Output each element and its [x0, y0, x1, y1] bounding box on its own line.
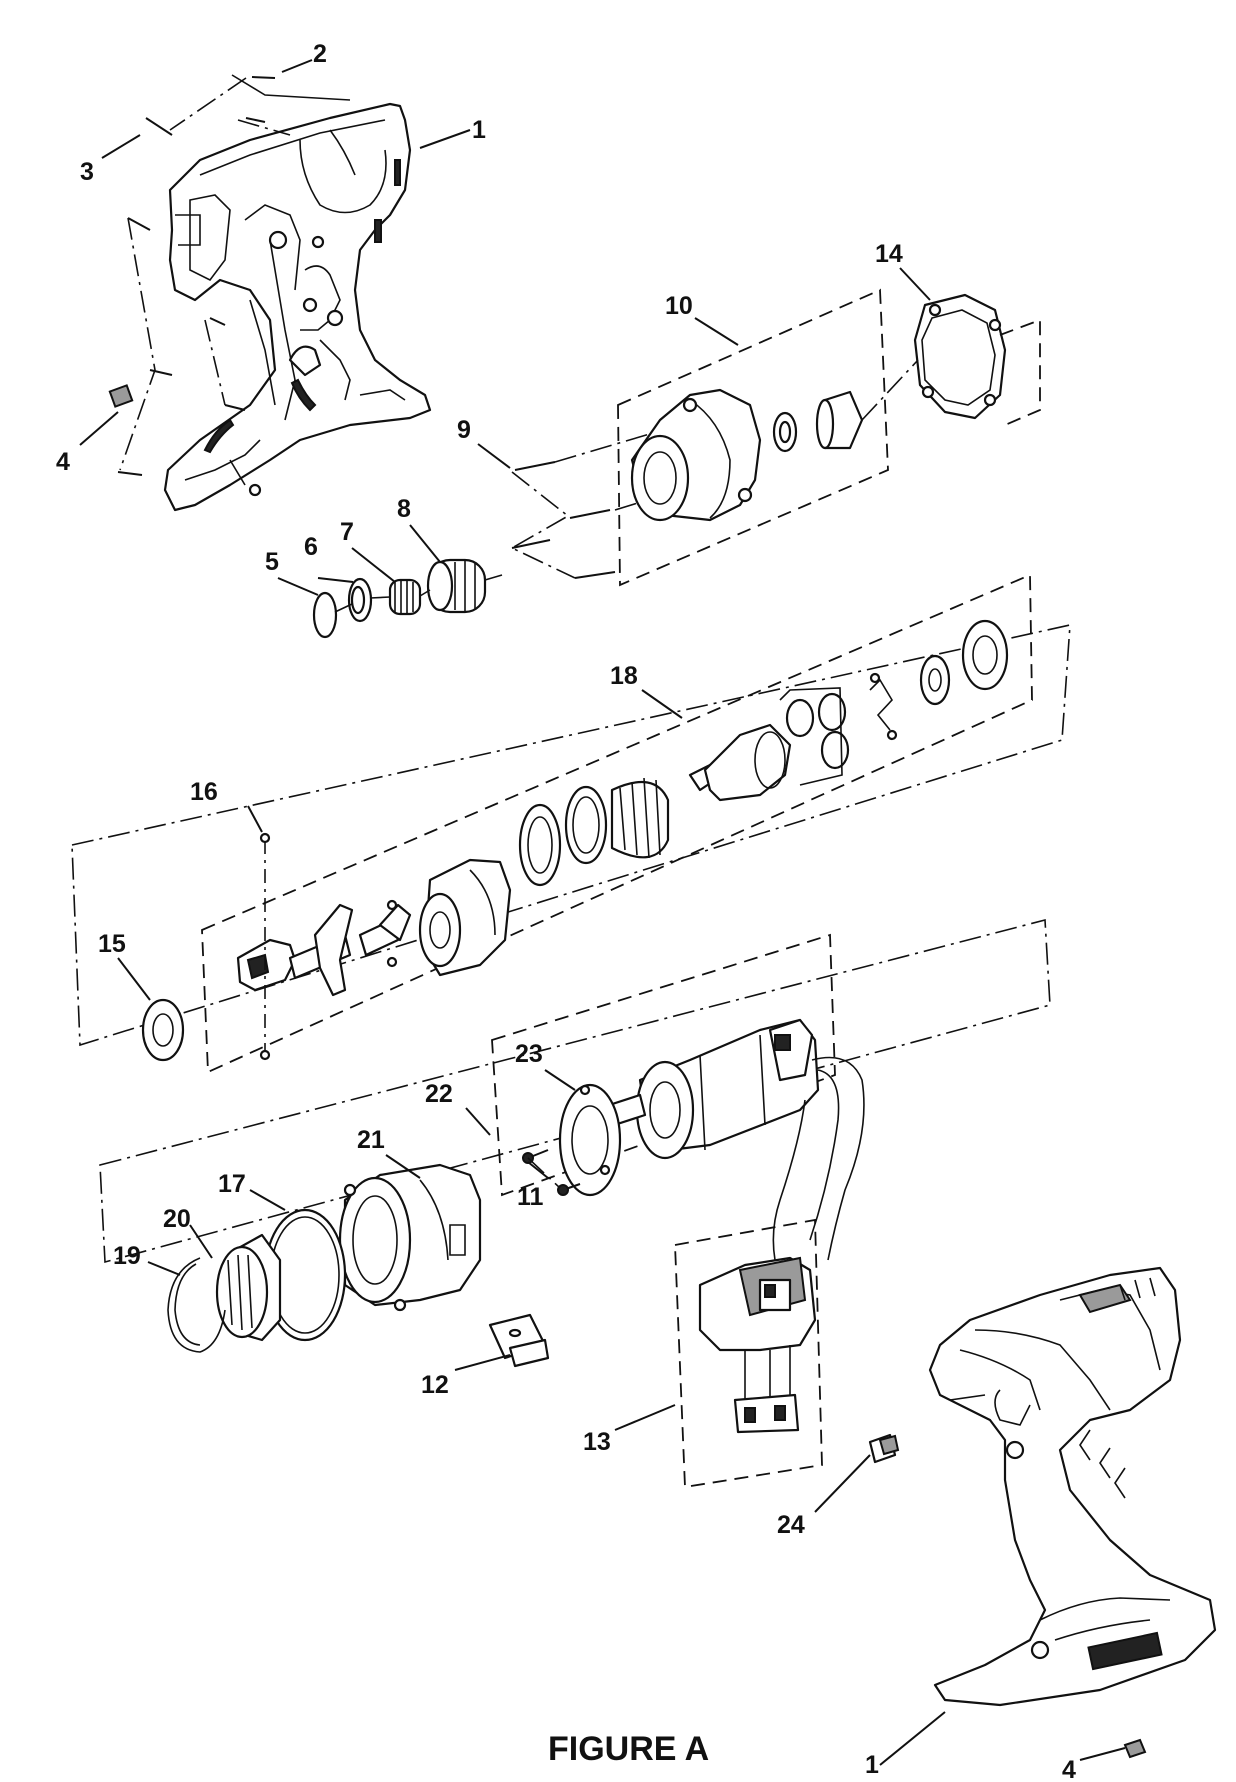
screw-8: [117, 471, 143, 476]
screw-7: [224, 404, 246, 411]
planet-gears: [779, 687, 850, 786]
callout-16: 16: [190, 778, 218, 806]
leader-lines: [79, 59, 1126, 1766]
callout-20: 20: [163, 1205, 191, 1233]
frame-impact-outer: [71, 623, 1071, 1047]
pin-16: [259, 832, 271, 1061]
motor-assembly-22: [491, 933, 865, 1261]
callout-6: 6: [304, 533, 318, 561]
callout-9: 9: [457, 416, 471, 444]
spring-18: [610, 777, 670, 859]
callout-11: 11: [517, 1183, 544, 1211]
screws-housing: [117, 74, 351, 476]
ball-ring: [518, 803, 562, 887]
motor-housing-21: [338, 1163, 482, 1312]
callout-19: 19: [113, 1242, 141, 1270]
screw-5: [209, 317, 226, 326]
ring-5: [312, 591, 338, 639]
callout-5: 5: [265, 548, 279, 576]
nut-4-top: [108, 384, 134, 408]
callout-14: 14: [875, 240, 903, 268]
callout-1-bottom: 1: [865, 1751, 879, 1779]
callout-23: 23: [515, 1040, 543, 1068]
callout-4-top: 4: [56, 448, 70, 476]
callout-8: 8: [397, 495, 411, 523]
screw-6: [149, 369, 173, 376]
screw-2b: [245, 117, 266, 123]
nut-4-bottom: [1123, 1738, 1147, 1759]
switch-assembly-13: [674, 1218, 823, 1489]
screw-4: [127, 217, 151, 231]
bearing-20: [215, 1233, 282, 1342]
callout-4-bottom: 4: [1062, 1756, 1076, 1782]
callout-2: 2: [313, 40, 327, 68]
callout-18: 18: [610, 662, 638, 690]
callout-15: 15: [98, 930, 126, 958]
callout-10: 10: [665, 292, 693, 320]
hammer-assembly-18: [201, 573, 1033, 1074]
gear-case-assembly-10: [617, 288, 889, 587]
callout-21: 21: [357, 1126, 385, 1154]
callout-24: 24: [777, 1511, 805, 1539]
washer-18: [564, 785, 608, 865]
callout-7: 7: [340, 518, 354, 546]
gear-8: [426, 558, 487, 614]
brush-plate-23: [558, 1083, 622, 1197]
callout-22: 22: [425, 1080, 453, 1108]
gear-7: [388, 578, 422, 616]
callout-numbers: 1 2 3 4 5 6 7 8 9 10 14 18 16 15 23 22 2…: [56, 40, 1076, 1782]
housing-half-left: [163, 102, 432, 512]
screw-3: [145, 117, 173, 136]
gasket-14: [861, 293, 1041, 426]
callout-13: 13: [583, 1428, 611, 1456]
callout-3: 3: [80, 158, 94, 186]
clip-12: [488, 1313, 550, 1368]
callout-12: 12: [421, 1371, 449, 1399]
figure-caption: FIGURE A: [548, 1730, 709, 1768]
small-parts-5-8: [312, 558, 503, 639]
callout-1-top: 1: [472, 116, 486, 144]
screw-2a: [251, 76, 276, 79]
frame-motor-outer: [99, 918, 1051, 1264]
washer-15: [141, 998, 185, 1062]
connector-24: [868, 1433, 900, 1464]
housing-half-right: [928, 1266, 1217, 1707]
callout-17: 17: [218, 1170, 246, 1198]
snap-ring-19: [167, 1257, 226, 1353]
